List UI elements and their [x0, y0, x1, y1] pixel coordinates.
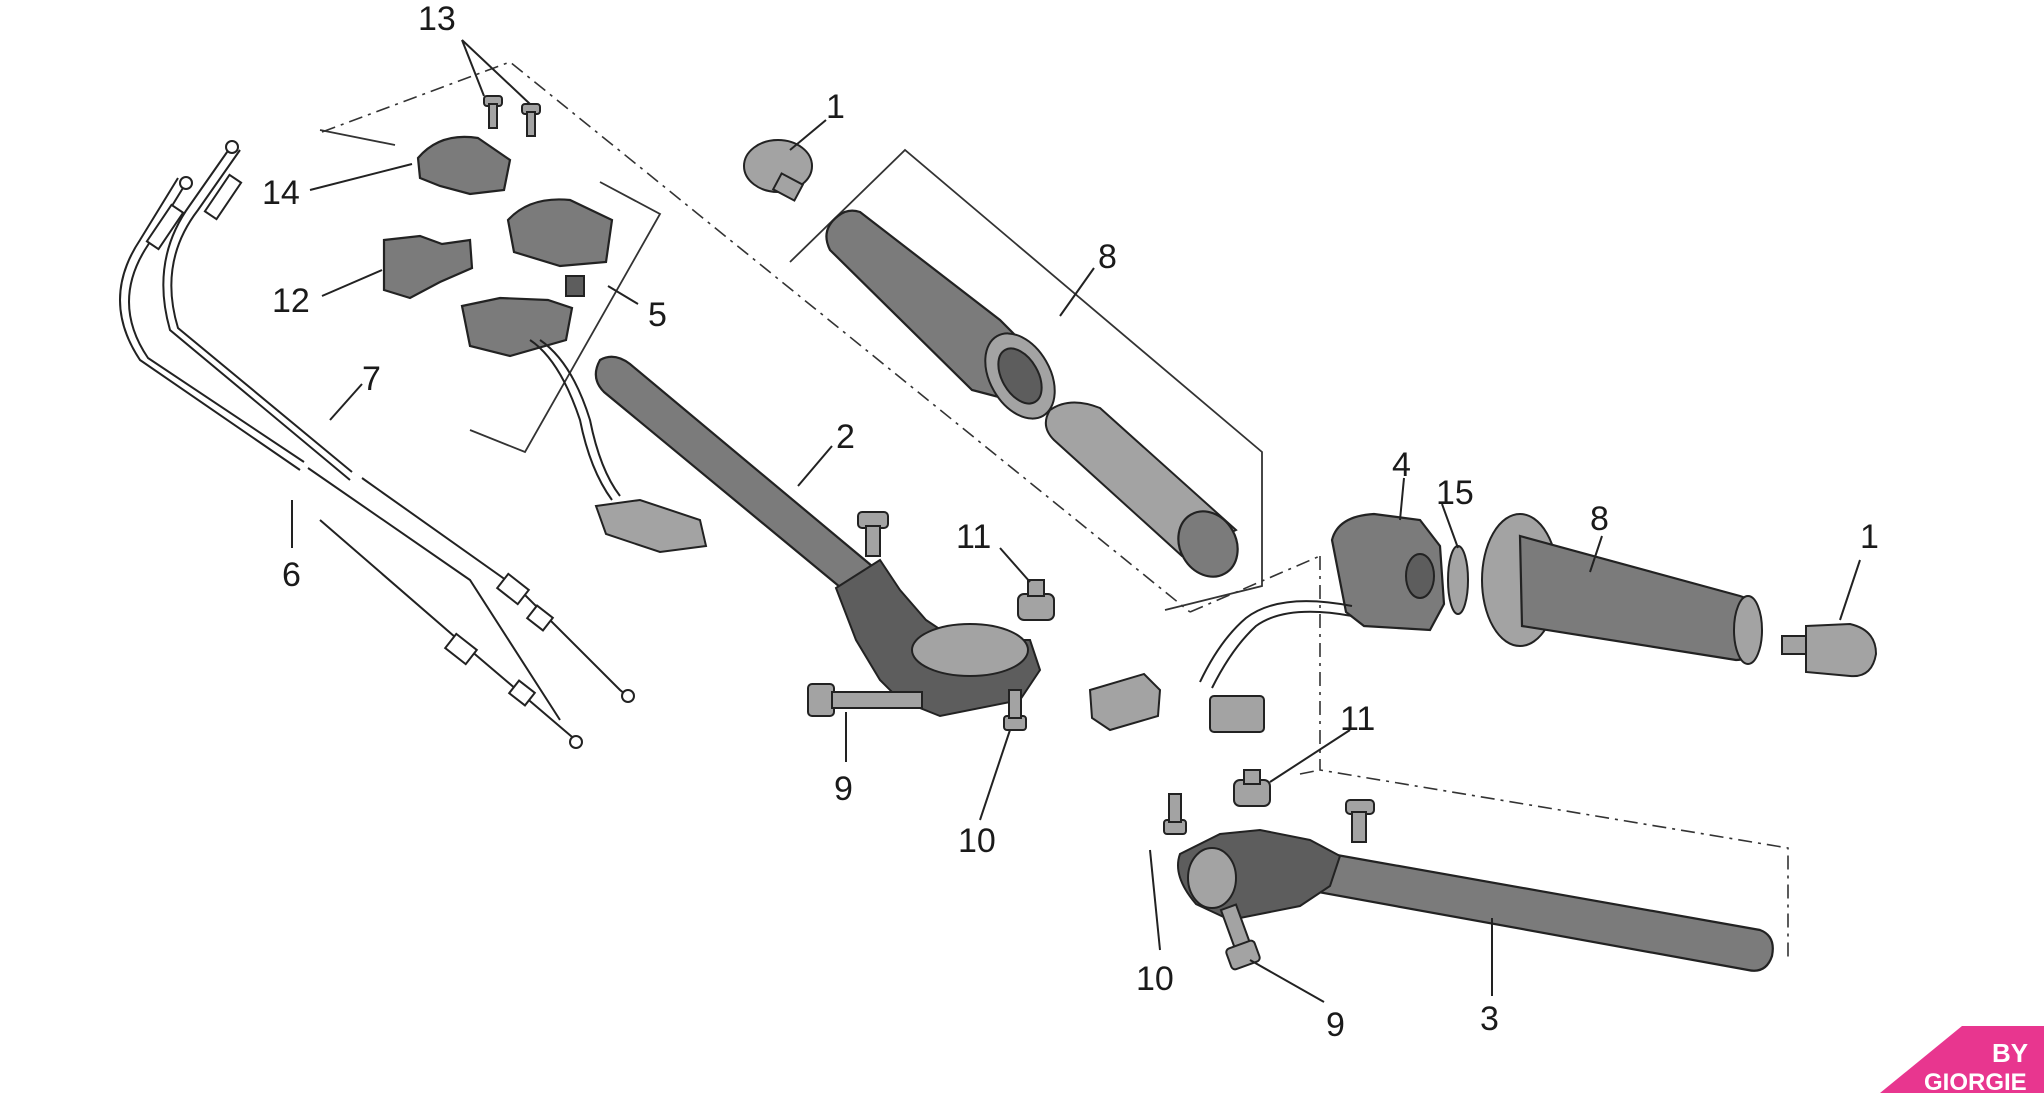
callout-13: 13	[418, 0, 456, 38]
callout-2: 2	[836, 418, 855, 456]
assembly-dashed-frames	[321, 61, 1789, 958]
watermark-logo: BY GIORGIE	[1880, 1026, 2044, 1093]
callout-3: 3	[1480, 1000, 1499, 1038]
right-grip-group	[1481, 513, 1878, 678]
callout-14: 14	[262, 174, 300, 212]
throttle-cables	[119, 140, 635, 749]
handlebar-2	[594, 355, 1055, 731]
switch-housing-parts	[382, 95, 708, 554]
watermark-line2: GIORGIE	[1924, 1069, 2027, 1093]
right-switch-4-icon	[1330, 512, 1446, 632]
switch-button-icon	[565, 275, 585, 297]
group-brackets	[319, 129, 1263, 611]
screw-13a-icon	[483, 95, 503, 129]
nut-11-left-icon	[1017, 579, 1055, 621]
leader-lines	[291, 39, 1861, 1003]
callout-6: 6	[282, 556, 301, 594]
bolt-9-right-icon	[1219, 903, 1261, 971]
callout-8-top: 8	[1098, 238, 1117, 276]
screw-13b-icon	[521, 103, 541, 137]
callout-7: 7	[362, 360, 381, 398]
switch-cover-14-icon	[416, 135, 512, 196]
grip-8-right-icon	[1518, 534, 1762, 662]
right-switch-group	[1088, 512, 1469, 733]
bolt-top-right-icon	[1345, 799, 1375, 843]
callout-11-left: 11	[956, 518, 991, 556]
callout-9-left: 9	[834, 770, 853, 808]
callout-10-right: 10	[1136, 960, 1174, 998]
right-plug-icon	[1209, 695, 1265, 733]
callout-5: 5	[648, 296, 667, 334]
callout-1-right: 1	[1860, 518, 1879, 556]
left-grip-group	[743, 139, 1239, 578]
bolt-9-left-icon	[807, 683, 923, 717]
callout-10-left: 10	[958, 822, 996, 860]
right-connector-icon	[1088, 672, 1162, 732]
callout-11-right: 11	[1340, 700, 1375, 738]
switch-housing-5-icon	[506, 198, 614, 268]
switch-connector-icon	[594, 498, 708, 554]
watermark-line1: BY	[1992, 1038, 2028, 1068]
callout-12: 12	[272, 282, 310, 320]
handlebar-3	[1163, 769, 1774, 972]
callout-15: 15	[1436, 474, 1474, 512]
callout-1-top: 1	[826, 88, 845, 126]
callout-9-right: 9	[1326, 1006, 1345, 1044]
bolt-top-icon	[857, 511, 889, 557]
watermark-logo-shape	[1880, 1026, 2044, 1093]
bar-end-1-top-icon	[743, 139, 813, 202]
o-ring-15-icon	[1447, 545, 1469, 615]
callout-numbers: 13 14 12 5 7 6 1 8 2 11 9 10 4 15 8 1 11…	[262, 0, 1879, 1044]
callout-8-right: 8	[1590, 500, 1609, 538]
switch-lower-housing-icon	[460, 296, 574, 358]
callout-4: 4	[1392, 446, 1411, 484]
nut-11-right-icon	[1233, 769, 1271, 807]
screw-10-right-icon	[1163, 793, 1187, 835]
screw-10-left-icon	[1003, 689, 1027, 731]
bar-end-1-right-icon	[1781, 622, 1878, 678]
switch-clamp-12-icon	[382, 234, 474, 300]
